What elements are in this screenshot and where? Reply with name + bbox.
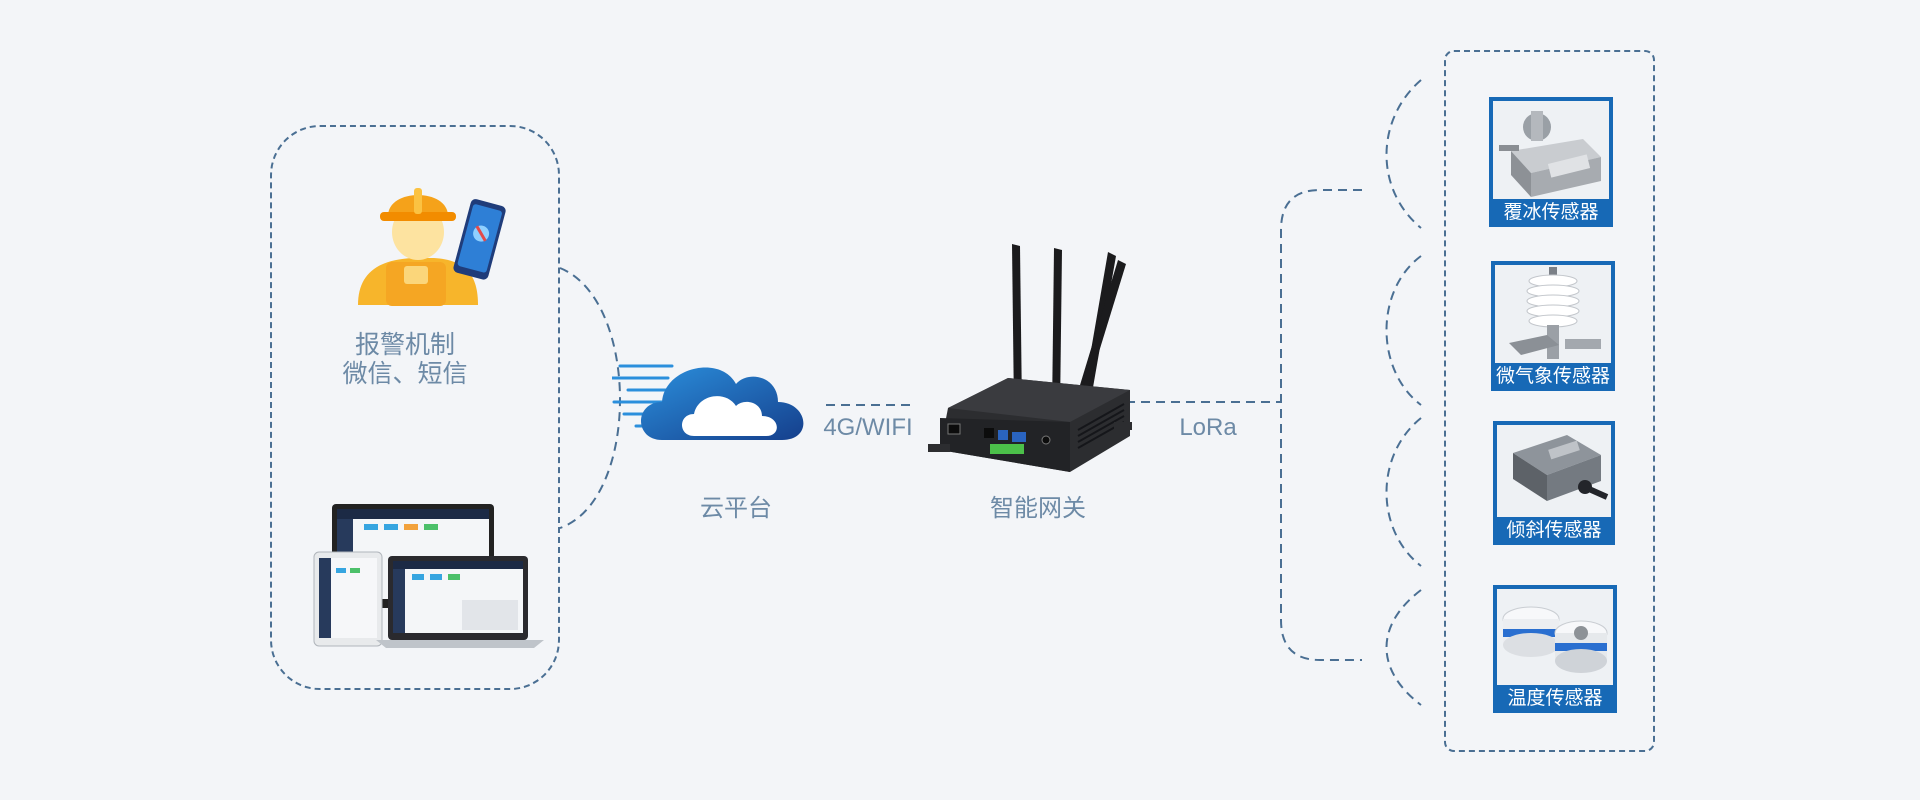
alarm-mechanism-label: 报警机制: [354, 331, 455, 359]
sensor-arc-1: [1385, 255, 1422, 406]
weather-sensor-icon: [1495, 265, 1611, 363]
sensor-label-tilt: 倾斜传感器: [1506, 520, 1602, 541]
sensor-label-ice: 覆冰传感器: [1503, 202, 1599, 223]
alarm-group-frame: [270, 125, 560, 690]
sensor-label-weather: 微气象传感器: [1495, 366, 1610, 387]
sensor-arc-0: [1385, 79, 1422, 229]
sensor-bracket: [1280, 189, 1362, 661]
cloud-platform-label: 云平台: [700, 495, 772, 522]
sensor-card-temperature: 温度传感器: [1493, 585, 1617, 713]
tilt-sensor-icon: [1497, 425, 1611, 517]
alarm-cloud-brace: [559, 267, 621, 529]
sensor-card-weather: 微气象传感器: [1491, 261, 1615, 391]
downlink-label: LoRa: [1179, 414, 1237, 441]
cloud-platform-icon: [612, 364, 804, 440]
sensor-arc-3: [1385, 589, 1422, 706]
temperature-sensor-icon: [1497, 589, 1613, 685]
alarm-channels-label: 微信、短信: [342, 360, 468, 388]
smart-gateway-icon: [928, 244, 1132, 472]
ice-sensor-icon: [1493, 101, 1609, 199]
monitoring-devices-icon: [313, 504, 544, 648]
sensor-card-tilt: 倾斜传感器: [1493, 421, 1615, 545]
sensor-arc-2: [1385, 417, 1422, 567]
sensor-card-ice: 覆冰传感器: [1489, 97, 1613, 227]
sensor-group-frame: [1444, 50, 1655, 752]
smart-gateway-label: 智能网关: [990, 495, 1086, 522]
worker-with-phone-icon: [358, 188, 506, 306]
uplink-label: 4G/WIFI: [823, 414, 913, 441]
sensor-label-temperature: 温度传感器: [1507, 688, 1603, 709]
